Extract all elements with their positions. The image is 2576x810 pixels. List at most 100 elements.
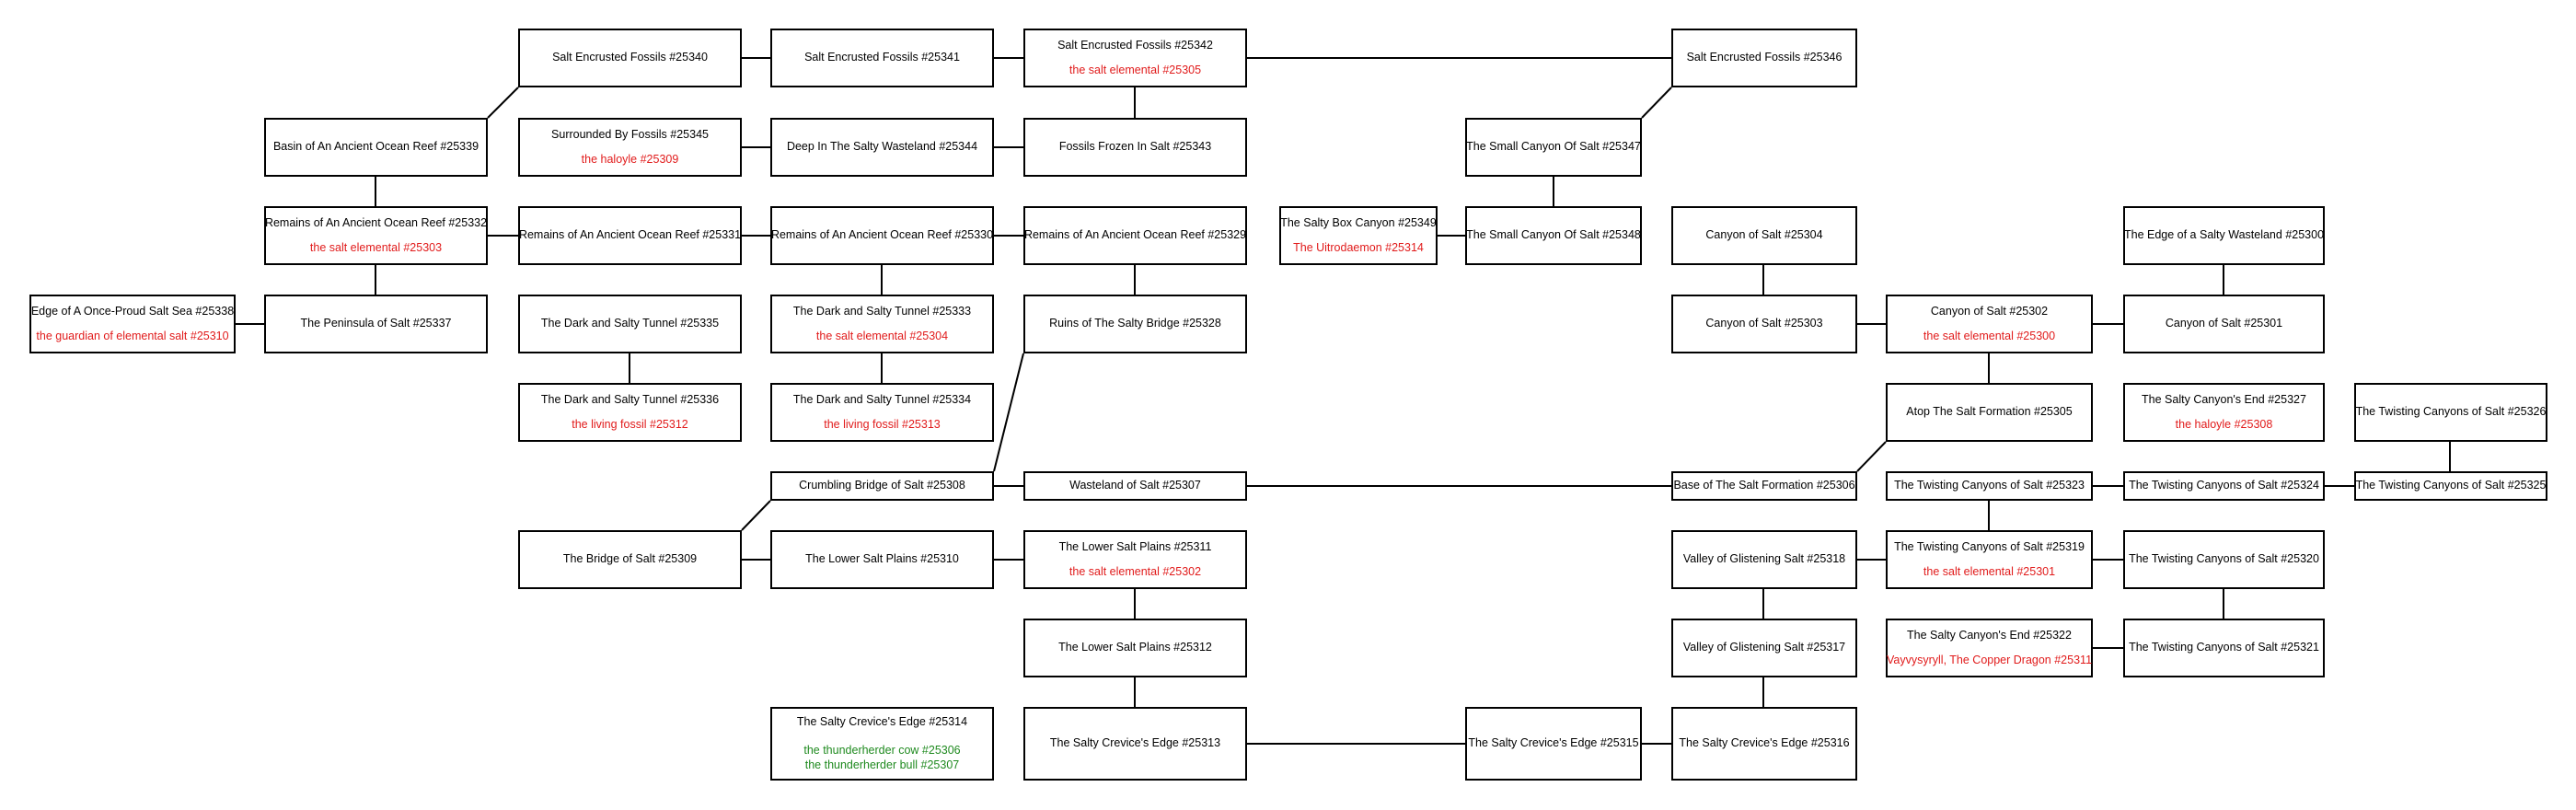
- room-25314[interactable]: The Salty Crevice's Edge #25314 the thund…: [770, 707, 994, 781]
- room-25312[interactable]: The Lower Salt Plains #25312: [1023, 619, 1247, 677]
- connector-line: [1856, 441, 1887, 472]
- room-25346[interactable]: Salt Encrusted Fossils #25346: [1671, 29, 1857, 87]
- room-name: Remains of An Ancient Ocean Reef #25332: [264, 215, 488, 229]
- room-25324[interactable]: The Twisting Canyons of Salt #25324: [2123, 471, 2325, 501]
- room-name: The Salty Crevice's Edge #25315: [1468, 736, 1639, 750]
- room-name: The Salty Crevice's Edge #25313: [1049, 736, 1221, 750]
- room-name: Salt Encrusted Fossils #25340: [552, 51, 708, 64]
- room-name: The Salty Canyon's End #25327: [2142, 392, 2306, 406]
- room-25308[interactable]: Crumbling Bridge of Salt #25308: [770, 471, 994, 501]
- room-25318[interactable]: Valley of Glistening Salt #25318: [1671, 530, 1857, 589]
- room-25307[interactable]: Wasteland of Salt #25307: [1023, 471, 1247, 501]
- room-name: Ruins of The Salty Bridge #25328: [1049, 317, 1221, 330]
- room-name: Surrounded By Fossils #25345: [551, 127, 709, 141]
- room-name: Valley of Glistening Salt #25317: [1682, 641, 1846, 654]
- mob-label: the salt elemental #25302: [1069, 564, 1202, 578]
- room-25332[interactable]: Remains of An Ancient Ocean Reef #25332 t…: [264, 206, 488, 265]
- room-name: The Dark and Salty Tunnel #25336: [540, 392, 720, 406]
- mob-label: the salt elemental #25300: [1923, 329, 2056, 342]
- room-25325[interactable]: The Twisting Canyons of Salt #25325: [2354, 471, 2547, 501]
- room-25339[interactable]: Basin of An Ancient Ocean Reef #25339: [264, 118, 488, 177]
- room-25317[interactable]: Valley of Glistening Salt #25317: [1671, 619, 1857, 677]
- room-25305[interactable]: Atop The Salt Formation #25305: [1886, 383, 2093, 442]
- room-name: The Lower Salt Plains #25311: [1058, 539, 1212, 553]
- mob-label: the living fossil #25312: [572, 417, 688, 431]
- mob-label: the salt elemental #25303: [309, 240, 443, 254]
- room-name: The Twisting Canyons of Salt #25321: [2129, 641, 2319, 654]
- room-25337[interactable]: The Peninsula of Salt #25337: [264, 295, 488, 353]
- room-25300[interactable]: The Edge of a Salty Wasteland #25300: [2123, 206, 2325, 265]
- connector-line: [487, 87, 519, 119]
- room-25344[interactable]: Deep In The Salty Wasteland #25344: [770, 118, 994, 177]
- room-25310[interactable]: The Lower Salt Plains #25310: [770, 530, 994, 589]
- room-25343[interactable]: Fossils Frozen In Salt #25343: [1023, 118, 1247, 177]
- room-name: Fossils Frozen In Salt #25343: [1058, 140, 1212, 154]
- room-25328[interactable]: Ruins of The Salty Bridge #25328: [1023, 295, 1247, 353]
- room-25330[interactable]: Remains of An Ancient Ocean Reef #25330: [770, 206, 994, 265]
- room-25331[interactable]: Remains of An Ancient Ocean Reef #25331: [518, 206, 742, 265]
- room-name: Canyon of Salt #25302: [1930, 304, 2049, 318]
- room-name: The Small Canyon Of Salt #25348: [1466, 228, 1641, 242]
- room-name: The Twisting Canyons of Salt #25323: [1894, 479, 2085, 492]
- mob-label: the thunderherder cow #25306: [803, 744, 961, 758]
- room-25301[interactable]: Canyon of Salt #25301: [2123, 295, 2325, 353]
- room-name: The Twisting Canyons of Salt #25325: [2355, 479, 2547, 492]
- room-25304[interactable]: Canyon of Salt #25304: [1671, 206, 1857, 265]
- room-name: Valley of Glistening Salt #25318: [1682, 552, 1846, 566]
- room-25329[interactable]: Remains of An Ancient Ocean Reef #25329: [1023, 206, 1247, 265]
- connector-line: [741, 500, 771, 531]
- room-25336[interactable]: The Dark and Salty Tunnel #25336 the livi…: [518, 383, 742, 442]
- room-25315[interactable]: The Salty Crevice's Edge #25315: [1465, 707, 1642, 781]
- room-25347[interactable]: The Small Canyon Of Salt #25347: [1465, 118, 1642, 177]
- mob-label: the salt elemental #25305: [1069, 63, 1202, 76]
- room-name: The Edge of a Salty Wasteland #25300: [2123, 228, 2325, 242]
- mob-label: the thunderherder bull #25307: [804, 758, 960, 771]
- room-25348[interactable]: The Small Canyon Of Salt #25348: [1465, 206, 1642, 265]
- room-25333[interactable]: The Dark and Salty Tunnel #25333 the salt…: [770, 295, 994, 353]
- room-25309[interactable]: The Bridge of Salt #25309: [518, 530, 742, 589]
- room-name: Basin of An Ancient Ocean Reef #25339: [272, 140, 479, 154]
- room-25327[interactable]: The Salty Canyon's End #25327 the haloyle…: [2123, 383, 2325, 442]
- room-25313[interactable]: The Salty Crevice's Edge #25313: [1023, 707, 1247, 781]
- mob-label: the haloyle #25308: [2175, 417, 2273, 431]
- mob-label: the haloyle #25309: [581, 152, 679, 166]
- room-25323[interactable]: The Twisting Canyons of Salt #25323: [1886, 471, 2093, 501]
- room-name: The Salty Crevice's Edge #25314: [796, 714, 968, 728]
- room-name: Salt Encrusted Fossils #25341: [804, 51, 960, 64]
- room-name: The Small Canyon Of Salt #25347: [1466, 140, 1641, 154]
- room-name: The Salty Canyon's End #25322: [1907, 628, 2072, 642]
- room-name: The Bridge of Salt #25309: [562, 552, 698, 566]
- room-25345[interactable]: Surrounded By Fossils #25345 the haloyle …: [518, 118, 742, 177]
- room-name: Canyon of Salt #25303: [1705, 317, 1823, 330]
- room-25311[interactable]: The Lower Salt Plains #25311 the salt ele…: [1023, 530, 1247, 589]
- room-25340[interactable]: Salt Encrusted Fossils #25340: [518, 29, 742, 87]
- room-name: Base of The Salt Formation #25306: [1673, 479, 1855, 492]
- room-name: Wasteland of Salt #25307: [1069, 479, 1201, 492]
- room-name: Remains of An Ancient Ocean Reef #25330: [770, 228, 994, 242]
- room-25302[interactable]: Canyon of Salt #25302 the salt elemental …: [1886, 295, 2093, 353]
- room-name: Remains of An Ancient Ocean Reef #25331: [518, 228, 742, 242]
- room-name: The Salty Box Canyon #25349: [1280, 215, 1437, 229]
- mob-label: the salt elemental #25301: [1923, 564, 2056, 578]
- room-name: The Dark and Salty Tunnel #25333: [792, 304, 972, 318]
- room-25341[interactable]: Salt Encrusted Fossils #25341: [770, 29, 994, 87]
- room-25326[interactable]: The Twisting Canyons of Salt #25326: [2354, 383, 2547, 442]
- room-name: Salt Encrusted Fossils #25346: [1686, 51, 1842, 64]
- mob-label: the salt elemental #25304: [815, 329, 949, 342]
- room-25321[interactable]: The Twisting Canyons of Salt #25321: [2123, 619, 2325, 677]
- room-name: Canyon of Salt #25301: [2165, 317, 2283, 330]
- room-25320[interactable]: The Twisting Canyons of Salt #25320: [2123, 530, 2325, 589]
- room-25316[interactable]: The Salty Crevice's Edge #25316: [1671, 707, 1857, 781]
- room-25303[interactable]: Canyon of Salt #25303: [1671, 295, 1857, 353]
- room-name: The Dark and Salty Tunnel #25335: [540, 317, 720, 330]
- room-25306[interactable]: Base of The Salt Formation #25306: [1671, 471, 1857, 501]
- mob-label: The Uitrodaemon #25314: [1293, 240, 1424, 254]
- room-25335[interactable]: The Dark and Salty Tunnel #25335: [518, 295, 742, 353]
